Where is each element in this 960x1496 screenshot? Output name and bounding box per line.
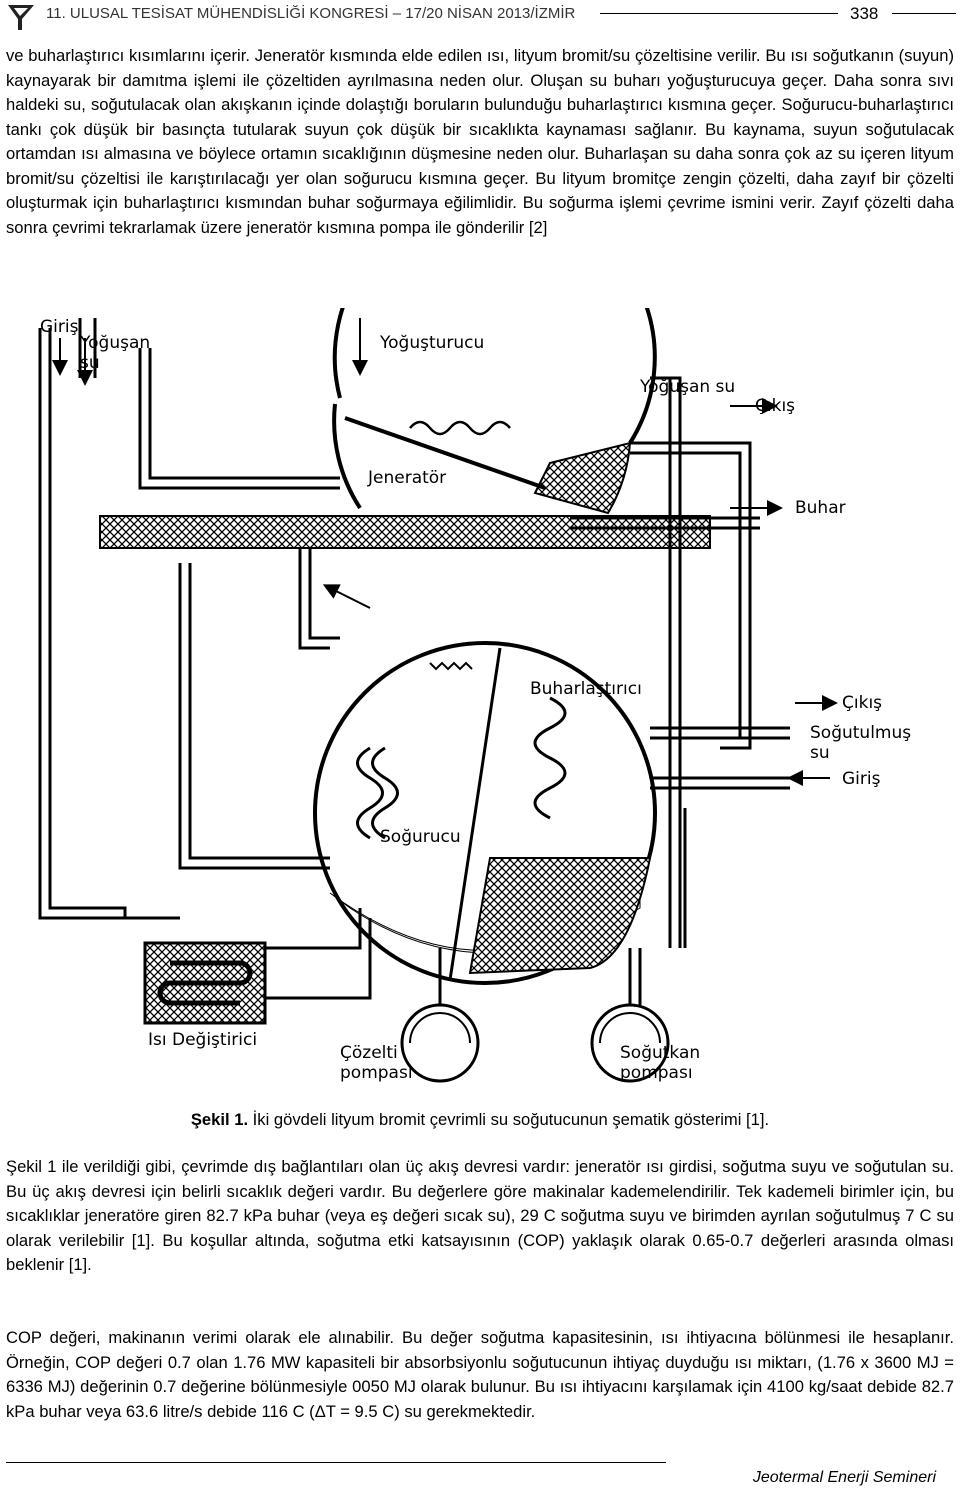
label-sogutkan-pompasi-1: Soğutkan xyxy=(620,1043,700,1063)
conference-title: 11. ULUSAL TESİSAT MÜHENDİSLİĞİ KONGRESİ… xyxy=(46,5,576,22)
page-number: 338 xyxy=(850,4,879,23)
paragraph-3: COP değeri, makinanın verimi olarak ele … xyxy=(6,1328,954,1421)
solution-pump xyxy=(400,1003,480,1083)
header-rule xyxy=(600,13,838,14)
label-giris-top: Giriş xyxy=(40,317,79,337)
label-yogusan-su-left-1: Yoğuşan xyxy=(79,333,150,353)
footer-rule xyxy=(6,1462,666,1463)
label-cozelti-pompasi-2: pompası xyxy=(340,1063,413,1083)
figure-caption: Şekil 1. İki gövdeli lityum bromit çevri… xyxy=(0,1110,960,1130)
label-sogutulmus-su-1: Soğutulmuş xyxy=(810,723,911,743)
caption-label: Şekil 1. xyxy=(190,1110,249,1129)
intro-paragraph: ve buharlaştırıcı kısımlarını içerir. Je… xyxy=(6,46,954,237)
caption-text: İki gövdeli lityum bromit çevrimli su so… xyxy=(248,1110,770,1129)
label-cikis-right: Çıkış xyxy=(842,693,882,713)
label-cikis-top: Çıkış xyxy=(755,396,795,416)
page-header: 11. ULUSAL TESİSAT MÜHENDİSLİĞİ KONGRESİ… xyxy=(0,0,960,40)
figure-diagram: Giriş Yoğuşan su Yoğuşturucu Yoğuşan su … xyxy=(38,308,911,1083)
label-isi-degistirici: Isı Değiştirici xyxy=(148,1030,257,1050)
label-buharlastirici: Buharlaştırıcı xyxy=(530,679,642,699)
label-cozelti-pompasi-1: Çözelti xyxy=(340,1043,398,1063)
lower-vessel xyxy=(313,641,657,985)
label-yogusan-su-right: Yoğuşan su xyxy=(639,377,735,397)
label-sogurucu: Soğurucu xyxy=(380,827,461,847)
congress-logo-icon xyxy=(8,5,34,30)
label-sogutkan-pompasi-2: pompası xyxy=(620,1063,693,1083)
label-giris-right: Giriş xyxy=(842,769,881,789)
label-sogutulmus-su-2: su xyxy=(810,743,830,763)
label-jenerator: Jeneratör xyxy=(367,468,446,488)
footer-text: Jeotermal Enerji Semineri xyxy=(752,1469,936,1486)
header-rule-right xyxy=(892,13,956,14)
generator-band xyxy=(99,515,711,549)
paragraph-2: Şekil 1 ile verildiği gibi, çevrimde dış… xyxy=(6,1157,954,1274)
pipe-network xyxy=(38,318,790,1005)
upper-vessel xyxy=(332,308,657,515)
label-yogusan-su-left-2: su xyxy=(80,353,100,373)
label-buhar: Buhar xyxy=(795,498,846,518)
label-yogusturucu: Yoğuşturucu xyxy=(379,333,484,353)
